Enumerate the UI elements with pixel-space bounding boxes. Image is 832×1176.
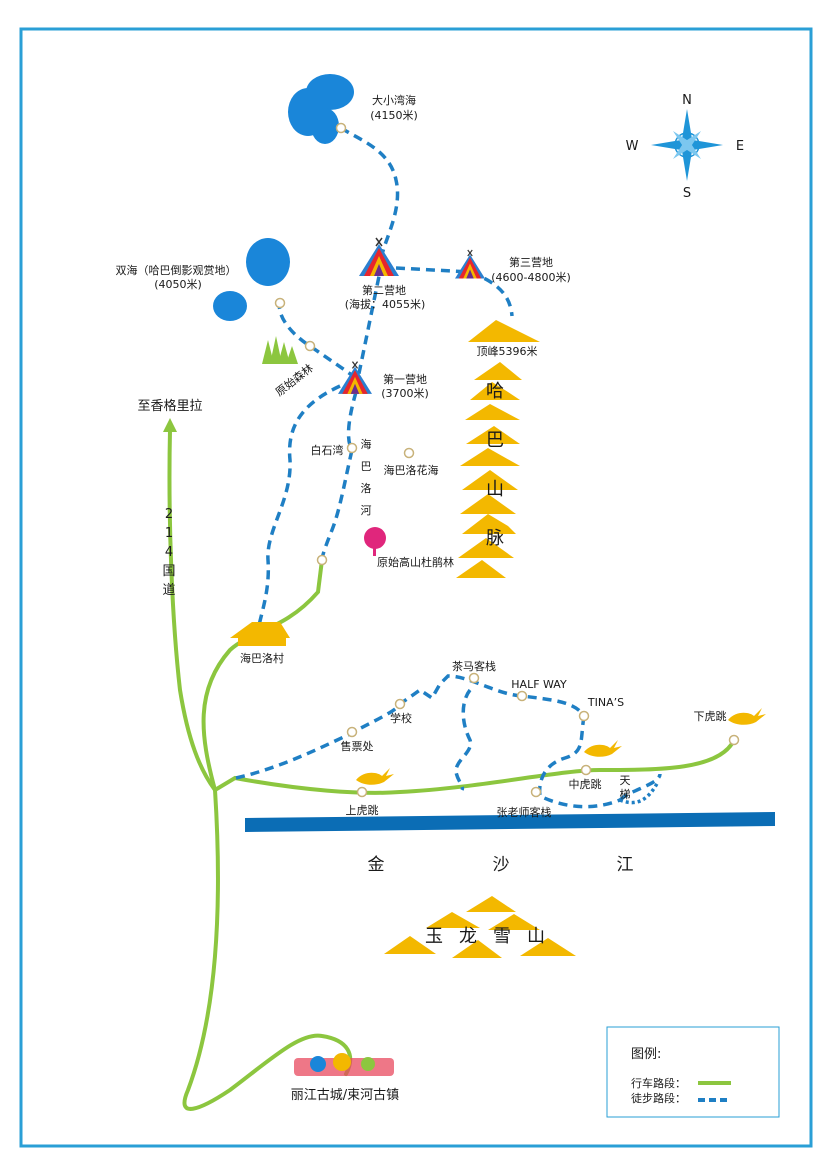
- svg-text:天: 天: [620, 774, 631, 787]
- daxiaowan-lake: [288, 74, 354, 144]
- daxiaowan-lake-name: 大小湾海: [372, 93, 416, 107]
- middle-tiger-leap-icon: [584, 740, 622, 757]
- village-house-icon: [230, 622, 290, 646]
- legend-road-label: 行车路段：: [631, 1076, 686, 1090]
- forest-icon: [262, 336, 298, 364]
- legend-trail-label: 徒步路段：: [631, 1091, 686, 1105]
- habaluo-village-label: 海巴洛村: [240, 651, 284, 665]
- national-road-char: 道: [162, 583, 175, 598]
- haba-range-char: 山: [486, 479, 504, 500]
- haba-range-char: 脉: [486, 528, 504, 549]
- tinas-label: TINA’S: [587, 696, 624, 709]
- rhododendron-label: 原始高山杜鹃林: [377, 555, 454, 569]
- jinsha-char: 沙: [493, 855, 510, 875]
- ticket-office-label: 售票处: [341, 739, 374, 753]
- jinsha-river: [245, 812, 775, 832]
- shuanghai-lake-alt: (4050米): [154, 278, 202, 291]
- shangri-la-arrow-icon: [163, 418, 177, 432]
- upper-tiger-leap-icon: [356, 768, 394, 785]
- camp1-alt: (3700米): [381, 387, 429, 400]
- lijiang-label: 丽江古城/束河古镇: [291, 1088, 399, 1103]
- rhododendron-tree-icon: [364, 527, 386, 556]
- chama-inn-label: 茶马客栈: [452, 659, 496, 673]
- jinsha-char: 金: [368, 855, 385, 875]
- summit-label: 顶峰5396米: [477, 345, 538, 358]
- yulong-char: 山: [527, 926, 545, 947]
- yulong-mountain-label: 玉龙雪山: [425, 926, 545, 947]
- flower-sea-label: 海巴洛花海: [384, 463, 439, 477]
- national-road-char: 2: [165, 507, 173, 522]
- legend: 图例: 行车路段： 徒步路段：: [606, 1026, 780, 1118]
- haba-river-char: 巴: [361, 460, 372, 473]
- svg-text:梯: 梯: [620, 788, 631, 801]
- yulong-char: 雪: [493, 926, 511, 947]
- camp3-alt: (4600-4800米): [491, 271, 571, 284]
- compass-w: W: [626, 139, 639, 154]
- haba-range-char: 哈: [486, 381, 504, 402]
- forest-label: 原始森林: [273, 361, 316, 399]
- shuanghai-lake-name: 双海（哈巴倒影观赏地）: [116, 263, 237, 277]
- camp3-name: 第三营地: [509, 255, 553, 269]
- haba-river-char: 河: [361, 504, 372, 517]
- baishiwan-label: 白石湾: [311, 443, 344, 457]
- zhang-inn-label: 张老师客栈: [497, 805, 552, 819]
- jinsha-river-label: 金沙江: [368, 855, 634, 875]
- trekking-routes: [235, 126, 662, 809]
- camp1-tent-icon: [337, 360, 373, 395]
- national-road-char: 1: [165, 526, 173, 541]
- waypoints: [274, 122, 740, 798]
- yulong-snow-mountain: [384, 896, 576, 958]
- middle-tiger-label: 中虎跳: [569, 777, 602, 791]
- map-frame: [19, 27, 813, 1148]
- daxiaowan-lake-alt: (4150米): [370, 109, 418, 122]
- compass-s: S: [683, 186, 691, 201]
- road-routes: [167, 428, 736, 1111]
- lower-tiger-label: 下虎跳: [694, 709, 727, 723]
- compass-rose-icon: [651, 109, 723, 181]
- shangri-la-label: 至香格里拉: [137, 398, 202, 414]
- camp1-name: 第一营地: [383, 372, 427, 386]
- camp2-tent-icon: [358, 237, 400, 277]
- compass-n: N: [682, 93, 692, 108]
- haba-mountain-range: [456, 320, 540, 578]
- national-road-label: 2 1 4 国道: [162, 507, 175, 598]
- national-road-char: 4: [165, 545, 173, 560]
- camp3-tent-icon: [454, 249, 486, 280]
- legend-title: 图例:: [631, 1047, 661, 1062]
- yulong-char: 玉: [425, 926, 443, 947]
- tianti-label: 天 梯: [620, 774, 631, 801]
- haba-river-char: 洛: [361, 481, 372, 495]
- shuanghai-lake: [213, 238, 290, 321]
- jinsha-char: 江: [617, 855, 634, 875]
- yulong-char: 龙: [459, 926, 477, 947]
- halfway-label: HALF WAY: [511, 678, 567, 691]
- haba-range-char: 巴: [486, 430, 504, 451]
- upper-tiger-label: 上虎跳: [346, 803, 379, 817]
- camp2-name: 第二营地: [362, 283, 406, 297]
- camp2-alt: (海拔：4055米): [345, 297, 426, 311]
- national-road-char: 国: [162, 564, 175, 579]
- haba-river-char: 海: [361, 437, 372, 451]
- compass-e: E: [736, 139, 744, 154]
- lijiang-oldtown-icon: [294, 1053, 394, 1076]
- school-label: 学校: [390, 711, 412, 725]
- lower-tiger-leap-icon: [728, 708, 766, 725]
